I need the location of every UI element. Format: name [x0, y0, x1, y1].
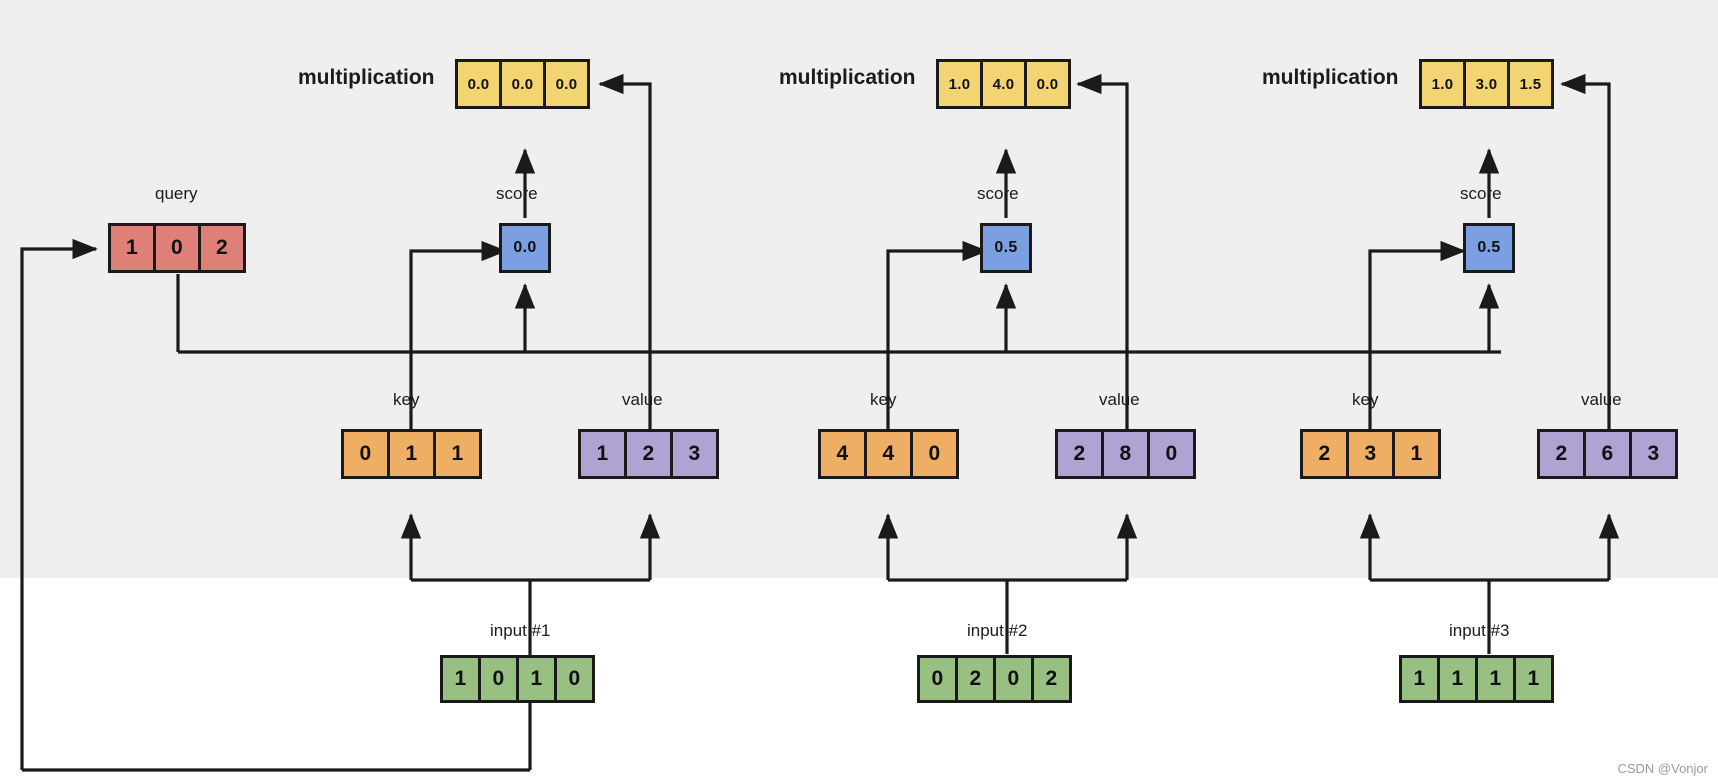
key-row-3: 2 3 1 — [1300, 429, 1441, 479]
input-label-3: input #3 — [1449, 621, 1510, 640]
input-row-2: 0 2 0 2 — [917, 655, 1072, 703]
query-label: query — [155, 184, 198, 203]
query-cell: 0 — [156, 226, 198, 270]
query-cell: 2 — [201, 226, 243, 270]
value-cell: 3 — [673, 432, 716, 476]
query-row: 1 0 2 — [108, 223, 246, 273]
multiplication-label-2: multiplication — [779, 66, 916, 89]
input-cell: 1 — [1440, 658, 1475, 700]
multiplication-cell: 4.0 — [983, 62, 1024, 106]
input-cell: 1 — [1402, 658, 1437, 700]
multiplication-cell: 0.0 — [546, 62, 587, 106]
multiplication-row-3: 1.0 3.0 1.5 — [1419, 59, 1554, 109]
query-cell: 1 — [111, 226, 153, 270]
key-row-2: 4 4 0 — [818, 429, 959, 479]
multiplication-label-3: multiplication — [1262, 66, 1399, 89]
score-label-1: score — [496, 184, 538, 203]
value-cell: 2 — [627, 432, 670, 476]
key-cell: 2 — [1303, 432, 1346, 476]
value-label-2: value — [1099, 390, 1140, 409]
multiplication-row-2: 1.0 4.0 0.0 — [936, 59, 1071, 109]
input-cell: 2 — [1034, 658, 1069, 700]
score-row-2: 0.5 — [980, 223, 1032, 273]
score-row-3: 0.5 — [1463, 223, 1515, 273]
score-label-2: score — [977, 184, 1019, 203]
value-cell: 8 — [1104, 432, 1147, 476]
value-cell: 6 — [1586, 432, 1629, 476]
value-cell: 2 — [1540, 432, 1583, 476]
input-cell: 1 — [519, 658, 554, 700]
input-cell: 0 — [557, 658, 592, 700]
score-cell: 0.5 — [983, 226, 1029, 270]
input-row-1: 1 0 1 0 — [440, 655, 595, 703]
value-cell: 1 — [581, 432, 624, 476]
value-cell: 2 — [1058, 432, 1101, 476]
score-label-3: score — [1460, 184, 1502, 203]
key-cell: 4 — [821, 432, 864, 476]
key-cell: 0 — [344, 432, 387, 476]
multiplication-cell: 1.0 — [939, 62, 980, 106]
value-row-3: 2 6 3 — [1537, 429, 1678, 479]
input-cell: 2 — [958, 658, 993, 700]
key-cell: 1 — [390, 432, 433, 476]
key-label-2: key — [870, 390, 897, 409]
key-label-1: key — [393, 390, 420, 409]
key-cell: 3 — [1349, 432, 1392, 476]
input-cell: 0 — [996, 658, 1031, 700]
input-cell: 0 — [481, 658, 516, 700]
score-cell: 0.0 — [502, 226, 548, 270]
input-cell: 0 — [920, 658, 955, 700]
score-row-1: 0.0 — [499, 223, 551, 273]
multiplication-cell: 1.5 — [1510, 62, 1551, 106]
value-row-1: 1 2 3 — [578, 429, 719, 479]
input-cell: 1 — [443, 658, 478, 700]
score-cell: 0.5 — [1466, 226, 1512, 270]
multiplication-cell: 0.0 — [458, 62, 499, 106]
multiplication-cell: 0.0 — [502, 62, 543, 106]
key-cell: 1 — [1395, 432, 1438, 476]
input-cell: 1 — [1478, 658, 1513, 700]
value-cell: 3 — [1632, 432, 1675, 476]
input-row-3: 1 1 1 1 — [1399, 655, 1554, 703]
multiplication-cell: 1.0 — [1422, 62, 1463, 106]
key-row-1: 0 1 1 — [341, 429, 482, 479]
input-label-1: input #1 — [490, 621, 551, 640]
input-cell: 1 — [1516, 658, 1551, 700]
input-label-2: input #2 — [967, 621, 1028, 640]
multiplication-label-1: multiplication — [298, 66, 435, 89]
value-label-3: value — [1581, 390, 1622, 409]
key-cell: 0 — [913, 432, 956, 476]
key-cell: 4 — [867, 432, 910, 476]
key-label-3: key — [1352, 390, 1379, 409]
key-cell: 1 — [436, 432, 479, 476]
multiplication-cell: 0.0 — [1027, 62, 1068, 106]
watermark: CSDN @Vonjor — [1617, 761, 1708, 776]
value-label-1: value — [622, 390, 663, 409]
multiplication-cell: 3.0 — [1466, 62, 1507, 106]
value-cell: 0 — [1150, 432, 1193, 476]
multiplication-row-1: 0.0 0.0 0.0 — [455, 59, 590, 109]
value-row-2: 2 8 0 — [1055, 429, 1196, 479]
